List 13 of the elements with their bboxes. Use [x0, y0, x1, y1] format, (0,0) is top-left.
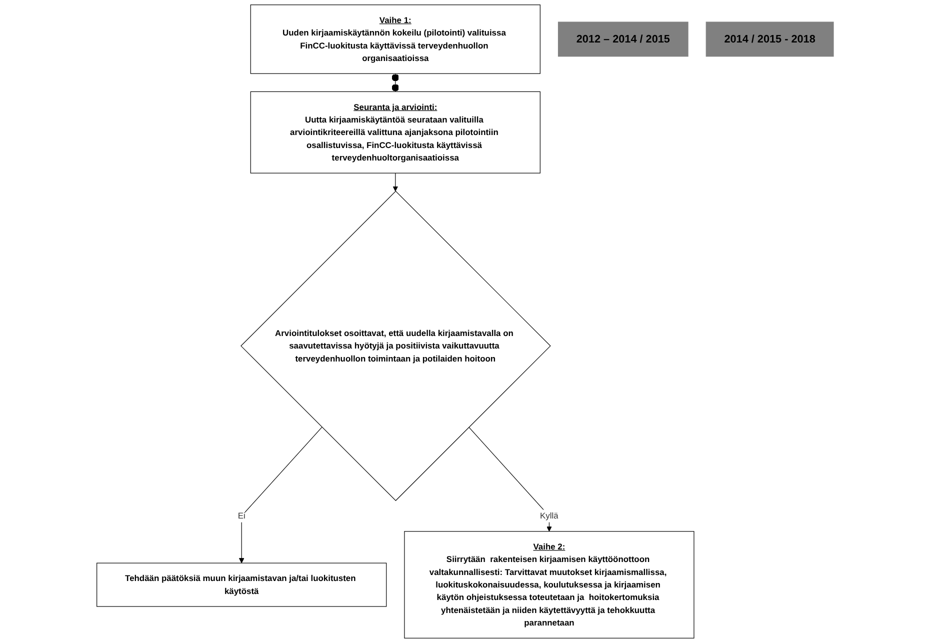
- node-diamond: Arviointitulokset osoittavat, että uudella kirjaamistavalla on saavutettavissa hyötyjä ja positiivista vaikuttavuutta terveydenhuollon toimintaan ja potilaiden hoitoon: [240, 190, 551, 502]
- connector: [392, 73, 399, 92]
- node-box: Vaihe 1: Uuden kirjaamiskäytännön kokeilu (pilotointi) valituissa FinCC-luokitusta käyttävissä terveydenhuollon organisaatioissa: [250, 4, 540, 74]
- node-box: Seuranta ja arviointi: Uutta kirjaamiskäytäntöä seurataan valituilla arviointikriteereillä valittuna ajanjaksona pilotointiin osallistuvissa, FinCC-luokitusta käyttävissä terveydenhuoltorganisaatioissa: [250, 91, 540, 174]
- node-box: Vaihe 2: Siirrytään rakenteisen kirjaamisen käyttöönottoon valtakunnallisesti: Tarvittavat muutokset kirjaamismallissa, luokituskokonaisuudessa, koulutuksessa ja kirjaamisen käytön ohjeistuksessa toteutetaan ja hoitokertomuksia yhtenäistetään ja niiden käytettävyyttä ja tehokkuutta parannetaan: [404, 531, 694, 638]
- edge-label: Kyllä: [540, 510, 558, 521]
- arrow: [238, 426, 322, 564]
- arrow: [468, 426, 552, 532]
- node-box: 2014 / 2015 - 2018: [706, 22, 834, 57]
- node-box: 2012 – 2014 / 2015: [558, 22, 688, 57]
- node-box: Tehdään päätöksiä muun kirjaamistavan ja/tai luokitusten käytöstä: [96, 562, 386, 607]
- arrow: [392, 172, 398, 192]
- edge-label: Ei: [238, 510, 246, 521]
